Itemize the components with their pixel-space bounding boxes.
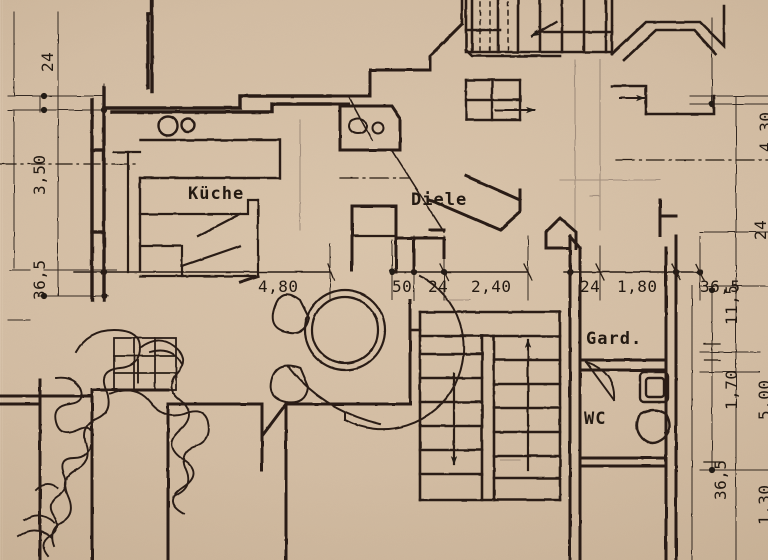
dimension-h-5: 1,80 (617, 277, 658, 296)
washbasin-icon (638, 370, 670, 404)
round-table-icon (303, 288, 387, 372)
dimension-total-0: 5,00 (755, 379, 768, 420)
dimension-right-3: 1,70 (722, 369, 741, 410)
stove-burners-icon (157, 115, 179, 137)
stair-arrow-down-left (530, 20, 558, 38)
dimension-total-1: 1,30 (755, 484, 768, 525)
dimension-h-4: 24 (580, 277, 601, 296)
room-label-wc: WC (584, 409, 607, 429)
staircase-icon-top-small (464, 78, 522, 122)
staircase-icon-top (460, 0, 614, 58)
kitchen-walls-inner (112, 150, 260, 278)
staircase-icon-lower (418, 310, 562, 502)
dimension-right-2: 11,5 (722, 284, 741, 325)
tile-grid-icon (113, 337, 177, 391)
door-swing-arc (286, 274, 465, 431)
dimension-right-4: 36,5 (711, 459, 730, 500)
walls-diele (328, 21, 522, 274)
chair-icon (269, 293, 311, 404)
dimension-right-0: 4,30 (756, 111, 768, 152)
sink-bowls (348, 117, 385, 135)
dimension-h-6: 36,5 (700, 277, 741, 296)
dimension-h-0: 4,80 (258, 277, 299, 296)
room-label-kueche: Küche (188, 184, 245, 204)
dimension-left-1: 3,50 (30, 154, 49, 195)
walls-lower-centre (0, 274, 412, 560)
room-label-gard: Gard. (586, 329, 643, 349)
dimension-h-1: 50 (392, 277, 413, 296)
dimension-h-2: 24 (428, 277, 449, 296)
room-label-diele: Diele (411, 190, 468, 210)
dimension-left-0: 24 (38, 51, 57, 72)
dimension-right-1: 24 (751, 219, 768, 240)
dimension-left-2: 36,5 (30, 259, 49, 300)
dimension-h-3: 2,40 (471, 277, 512, 296)
wc-door-swing (584, 360, 616, 402)
